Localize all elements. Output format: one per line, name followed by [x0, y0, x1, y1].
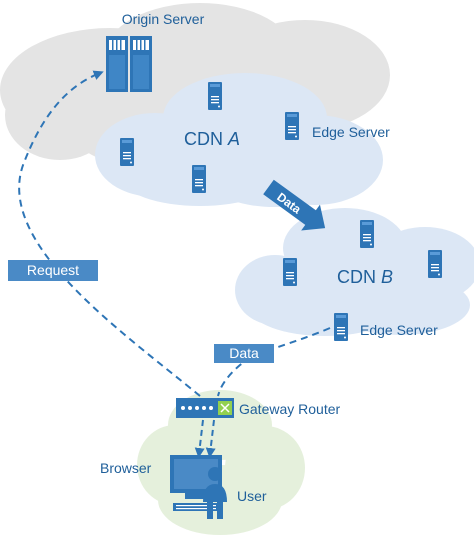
- cdn-a-server-icon: [208, 82, 222, 110]
- gateway-router-label: Gateway Router: [239, 401, 340, 417]
- cdn-a-edge-server-icon: [285, 112, 299, 140]
- router-to-browser-path-2: [205, 419, 216, 458]
- user-label: User: [237, 488, 267, 504]
- origin-server-icon: [106, 36, 152, 92]
- request-tag: Request: [8, 260, 98, 281]
- cdn-a-name: CDN: [184, 129, 223, 149]
- cdn-a-server-icon: [192, 165, 206, 193]
- request-path: [18, 70, 201, 397]
- cdn-b-name: CDN: [337, 267, 376, 287]
- user-icon: [203, 467, 227, 519]
- cdn-a-letter: A: [227, 129, 240, 149]
- data-tag: Data: [214, 344, 274, 363]
- cdn-b-server-icon: [360, 220, 374, 248]
- cdn-a-edge-server-label: Edge Server: [312, 124, 390, 140]
- cdn-b-edge-server-label: Edge Server: [360, 322, 438, 338]
- cdn-b-title: CDN B: [337, 267, 393, 287]
- data-return-path: [217, 327, 331, 397]
- router-to-browser-path-1: [194, 419, 205, 458]
- gateway-router-icon: [176, 398, 234, 418]
- cdn-a-title: CDN A: [184, 129, 240, 149]
- cdn-b-letter: B: [381, 267, 393, 287]
- cdn-b-edge-server-icon: [334, 313, 348, 341]
- cdn-b-server-icon: [428, 250, 442, 278]
- browser-label: Browser: [100, 460, 152, 476]
- origin-server-label: Origin Server: [122, 11, 205, 27]
- cdn-b-server-icon: [283, 258, 297, 286]
- cdn-a-server-icon: [120, 138, 134, 166]
- request-tag-label: Request: [27, 262, 79, 278]
- data-tag-label: Data: [229, 345, 259, 361]
